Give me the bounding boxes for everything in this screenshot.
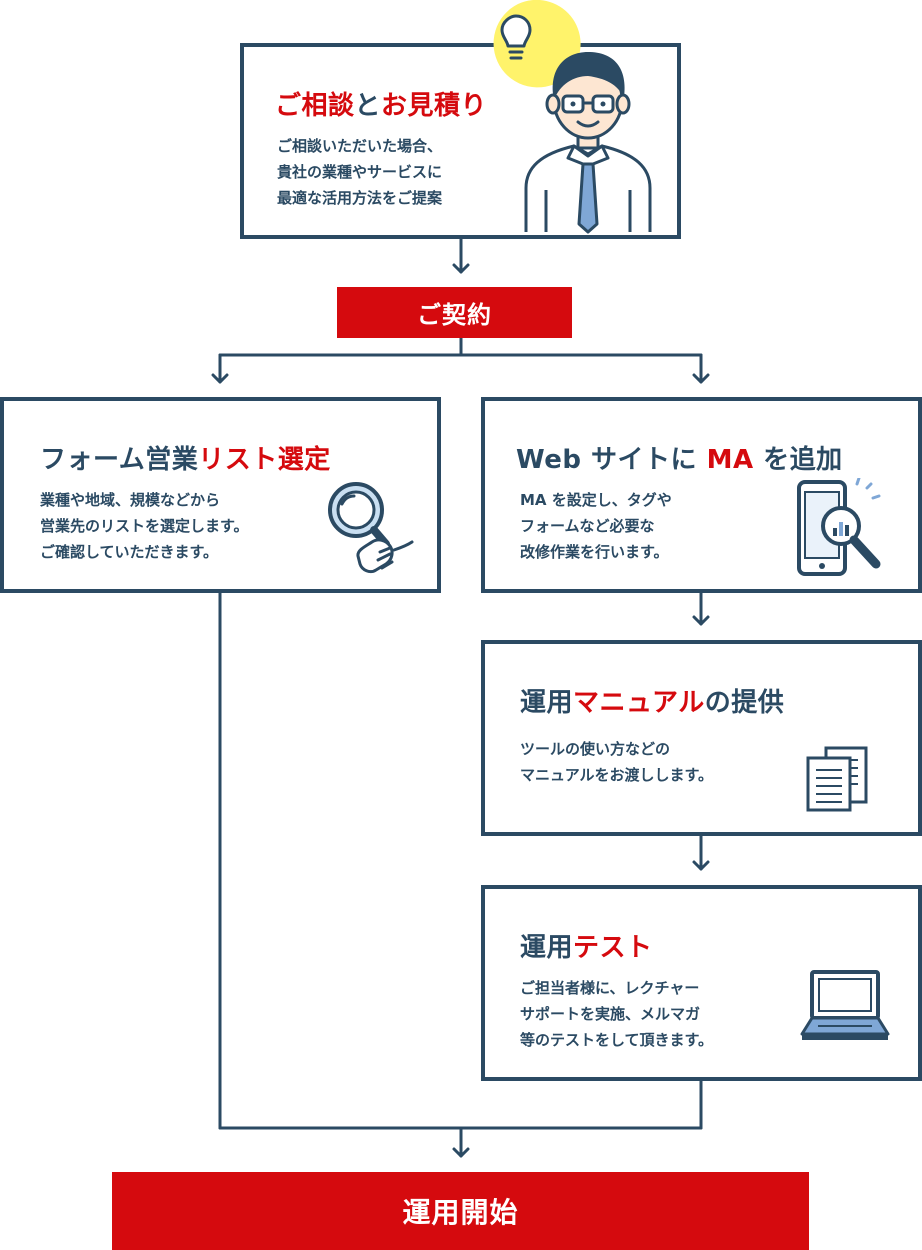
form-list-description: 業種や地域、規模などから 営業先のリストを選定します。 ご確認していただきます。 <box>40 491 249 561</box>
test-title: 運用テスト <box>520 933 653 963</box>
web-ma-title: Web サイトに MA を追加 <box>516 445 843 475</box>
web-ma-box: Web サイトに MA を追加 MA を設定し、タグや フォームなど必要な 改修… <box>481 397 922 593</box>
test-description: ご担当者様に、レクチャー サポートを実施、メルマガ 等のテストをして頂きます。 <box>520 979 714 1049</box>
web-ma-description: MA を設定し、タグや フォームなど必要な 改修作業を行います。 <box>520 491 672 561</box>
documents-icon <box>806 746 868 812</box>
operation-start-step: 運用開始 <box>112 1172 809 1250</box>
form-list-title: フォーム営業リスト選定 <box>40 445 331 475</box>
smartphone-analytics-icon <box>797 478 881 576</box>
consultation-title: ご相談とお見積り <box>275 91 488 121</box>
test-box: 運用テスト ご担当者様に、レクチャー サポートを実施、メルマガ 等のテストをして… <box>481 885 922 1081</box>
contract-step: ご契約 <box>337 287 572 338</box>
magnifier-hand-icon <box>328 482 414 574</box>
manual-title: 運用マニュアルの提供 <box>520 688 785 718</box>
consultation-description: ご相談いただいた場合、 貴社の業種やサービスに 最適な活用方法をご提案 <box>277 137 443 207</box>
consultation-box: ご相談とお見積り ご相談いただいた場合、 貴社の業種やサービスに 最適な活用方法… <box>240 43 681 239</box>
consultant-with-lightbulb-icon <box>493 0 652 234</box>
laptop-icon <box>800 970 890 1040</box>
manual-description: ツールの使い方などの マニュアルをお渡しします。 <box>520 740 714 784</box>
